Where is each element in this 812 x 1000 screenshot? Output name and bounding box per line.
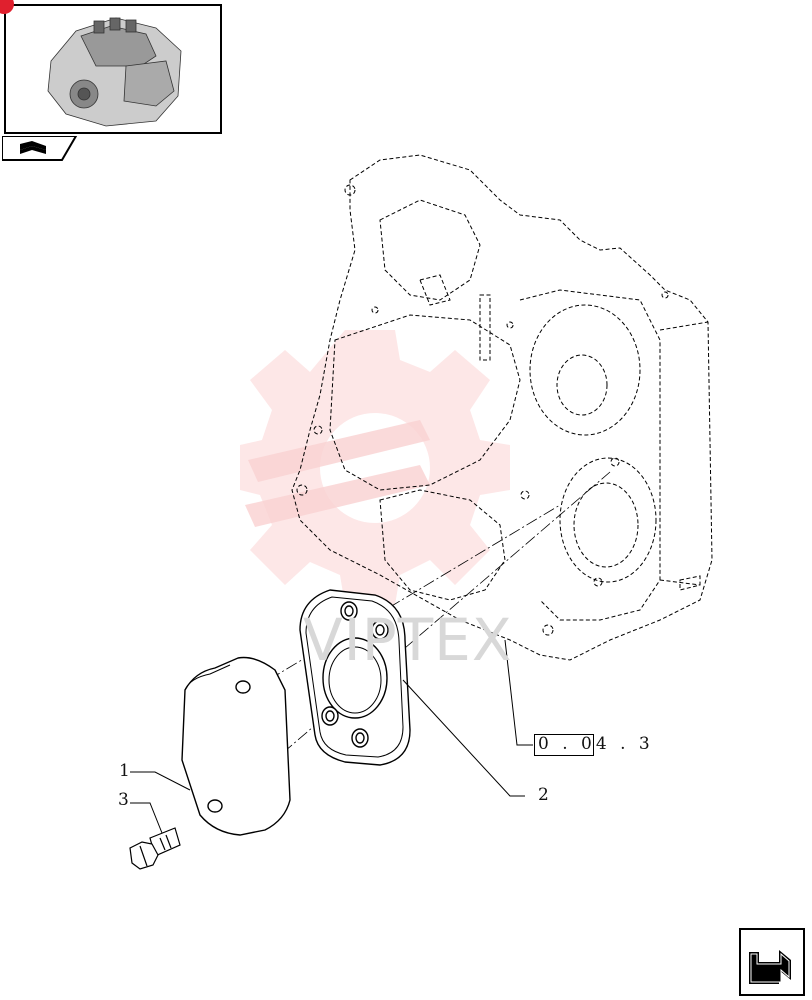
callout-1[interactable]: 1	[119, 761, 130, 781]
watermark-logo	[240, 330, 510, 605]
engine-thumbnail[interactable]	[4, 4, 222, 134]
leader-lines	[130, 639, 533, 834]
book-icon	[20, 141, 46, 154]
next-page-arrow-icon	[749, 950, 791, 984]
next-page-button[interactable]	[739, 928, 805, 996]
reference-box	[534, 734, 594, 756]
callout-2[interactable]: 2	[538, 785, 549, 805]
assembly-axis-line-2	[234, 504, 561, 701]
thumbnail-tab[interactable]	[2, 136, 78, 162]
engine-thumbnail-icon	[47, 17, 182, 127]
bolt-part	[129, 827, 181, 870]
timing-housing	[291, 154, 713, 661]
watermark-text: VIPTEX	[303, 606, 513, 674]
callout-3[interactable]: 3	[118, 790, 129, 810]
gasket-part	[299, 589, 411, 766]
cover-plate-part	[181, 656, 291, 836]
red-corner-marker	[0, 0, 14, 14]
section-reference[interactable]: 0 . 04 . 3	[538, 734, 654, 754]
